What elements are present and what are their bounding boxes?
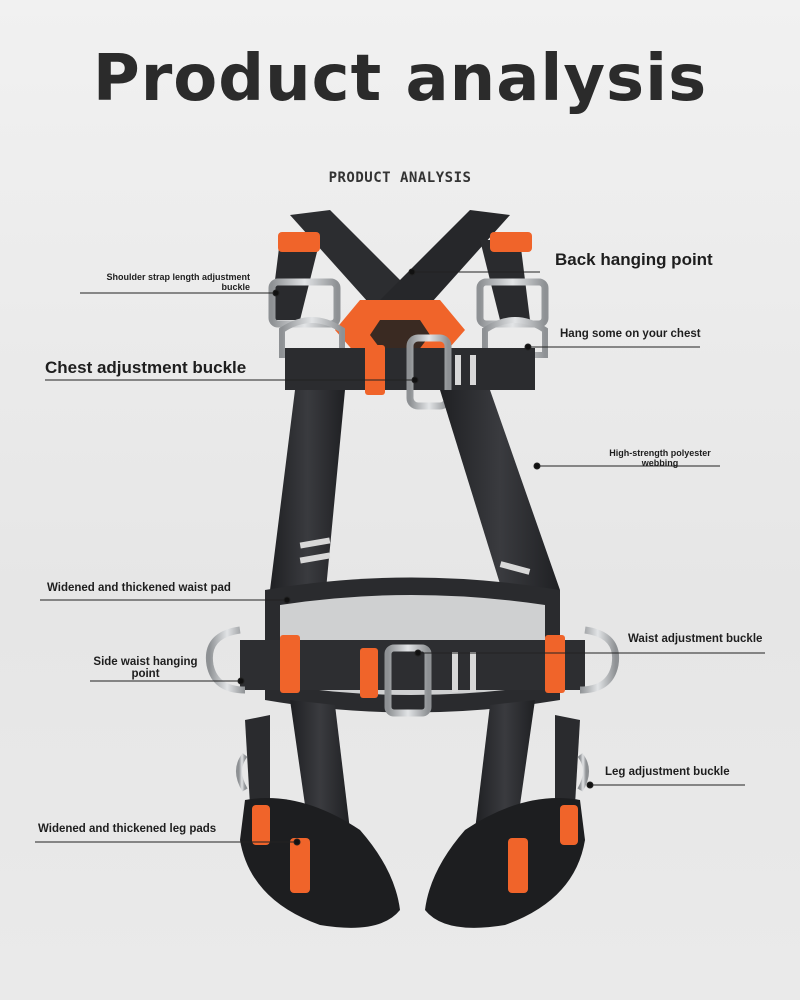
callout-back-hanging-point: Back hanging point <box>555 250 713 269</box>
torso-straps <box>270 390 560 600</box>
callout-side-waist-hanging-point: Side waist hanging point <box>93 656 198 680</box>
waist-belt <box>205 577 620 717</box>
callout-hang-on-chest: Hang some on your chest <box>560 328 701 340</box>
callout-chest-adjustment-buckle: Chest adjustment buckle <box>45 358 247 377</box>
callout-waist-adjustment-buckle: Waist adjustment buckle <box>628 633 763 645</box>
callout-shoulder-strap: Shoulder strap length adjustment buckle <box>106 272 250 292</box>
callout-leg-adjustment-buckle: Leg adjustment buckle <box>605 766 730 778</box>
page-title: Product analysis <box>92 42 708 116</box>
callout-high-strength-webbing: High-strength polyester webbing <box>609 448 711 468</box>
callout-waist-pad: Widened and thickened waist pad <box>47 582 231 594</box>
leg-pads <box>240 798 585 928</box>
chest-strap <box>285 334 535 410</box>
callout-lines <box>35 268 765 846</box>
page-subtitle: PRODUCT ANALYSIS <box>328 170 472 186</box>
callout-leg-pads: Widened and thickened leg pads <box>38 823 217 835</box>
